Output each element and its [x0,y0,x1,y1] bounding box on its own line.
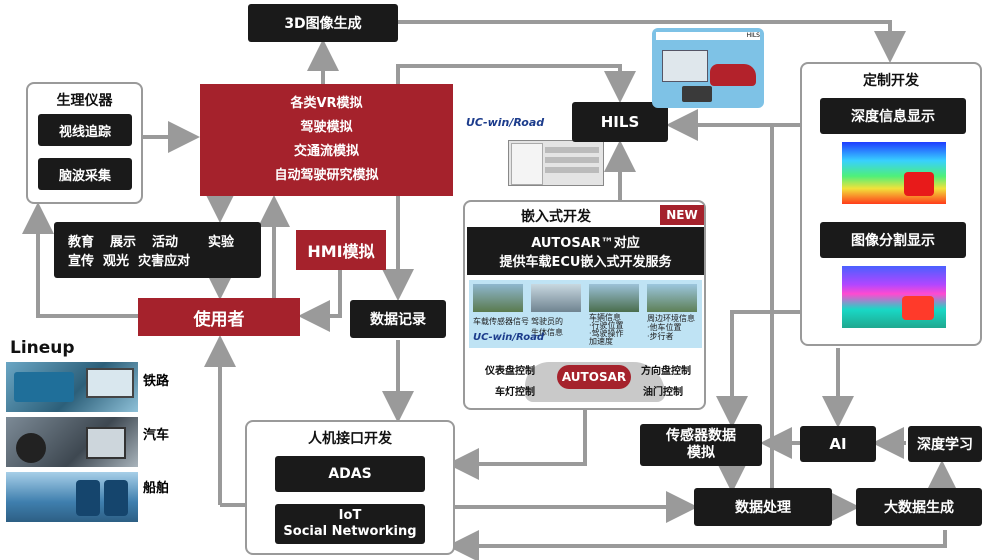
segmentation-display-box: 图像分割显示 [820,222,966,258]
lineup-railway-label: 铁路 [143,374,170,389]
thumb-label-1: 车载传感器信号 [473,317,529,326]
embedded-title: 嵌入式开发 [521,209,591,225]
big-data-box: 大数据生成 [856,488,982,526]
software-screenshot [508,140,604,186]
depth-display-box: 深度信息显示 [820,98,966,134]
data-record-box: 数据记录 [350,300,446,338]
lineup-car-label: 汽车 [143,428,170,443]
iot-box: IoT Social Networking [275,504,425,544]
thumb-label-2: 驾驶员的 生体信息 [531,317,563,337]
physio-title: 生理仪器 [56,93,113,109]
eye-tracking-box: 视线追踪 [38,114,132,146]
custom-dev-title: 定制开发 [863,73,919,89]
new-badge: NEW [660,205,704,225]
use-education: 教育 [68,235,95,250]
uses-box: 教育 展示 活动 实验 宣传 观光 灾害应对 [54,222,261,278]
hils-screen-label: HILS [656,32,760,40]
hils-box: HILS [572,102,668,142]
ai-box: AI [800,426,876,462]
lineup-ship-label: 船舶 [143,481,170,496]
physio-panel: 生理仪器 视线追踪 脑波采集 [26,82,143,204]
use-experiment: 实验 [208,235,235,250]
embedded-panel: 嵌入式开发 NEW AUTOSAR™对应 提供车载ECU嵌入式开发服务 车载传感… [463,200,706,410]
dashboard-control-label: 仪表盘控制 [485,366,535,377]
railway-image [6,362,138,412]
deep-learning-box: 深度学习 [908,426,982,462]
autosar-badge: AUTOSAR [557,365,631,389]
sensor-sim-box: 传感器数据 模拟 [640,424,762,466]
lineup-title: Lineup [10,338,75,358]
eeg-box: 脑波采集 [38,158,132,190]
light-control-label: 车灯控制 [495,387,535,398]
arrow-3d-to-custom [398,20,906,63]
depth-image [842,142,946,204]
hils-picture: HILS [652,28,764,108]
vr-line-3: 交通流模拟 [293,144,359,159]
thumb-label-4: 周边环境信息 ·他车位置 ·步行者 [647,314,695,341]
autosar-header-line1: AUTOSAR™对应 [531,236,640,251]
throttle-control-label: 油门控制 [643,387,683,398]
custom-dev-panel: 定制开发 深度信息显示 图像分割显示 [800,62,982,346]
vr-line-1: 各类VR模拟 [290,96,363,111]
segmentation-image [842,266,946,328]
vr-line-4: 自动驾驶研究模拟 [274,168,379,183]
use-exhibition: 展示 [110,235,137,250]
car-image [6,417,138,467]
hmi-simulation-box: HMI模拟 [296,230,386,270]
vr-line-2: 驾驶模拟 [300,120,353,135]
thumb-label-3: 车辆信息 ·行驶位置 ·驾驶操作 加速度 [589,313,624,346]
steering-control-label: 方向盘控制 [641,366,691,377]
arrow-bigdata-to-hmidev [447,530,947,560]
uses-row-2: 宣传 观光 灾害应对 [68,254,191,269]
ucwin-road-logo-small: UC-win/Road [473,332,545,343]
hmi-dev-panel: 人机接口开发 ADAS IoT Social Networking [245,420,455,555]
data-processing-box: 数据处理 [694,488,832,526]
arrow-vr-to-hils [396,64,636,103]
autosar-header: AUTOSAR™对应 提供车载ECU嵌入式开发服务 [467,227,704,275]
use-event: 活动 [152,235,179,250]
arrow-user-to-physio [22,202,138,318]
arrow-hmisim-to-user [298,270,342,332]
user-box: 使用者 [138,298,300,336]
autosar-header-line2: 提供车载ECU嵌入式开发服务 [499,255,672,270]
hmi-dev-title: 人机接口开发 [308,431,392,447]
3d-image-generation-box: 3D图像生成 [248,4,398,42]
ship-image [6,472,138,522]
vr-simulation-box: 各类VR模拟 驾驶模拟 交通流模拟 自动驾驶研究模拟 [200,84,453,196]
ucwin-road-logo: UC-win/Road [466,116,545,129]
adas-box: ADAS [275,456,425,492]
arrow-embedded-to-hmidev [447,410,587,480]
thumbnail-strip: 车载传感器信号 驾驶员的 生体信息 车辆信息 ·行驶位置 ·驾驶操作 加速度 周… [469,280,702,348]
uses-row-1: 教育 展示 活动 实验 [68,231,234,250]
arrow-custom-to-sensor [716,310,800,428]
